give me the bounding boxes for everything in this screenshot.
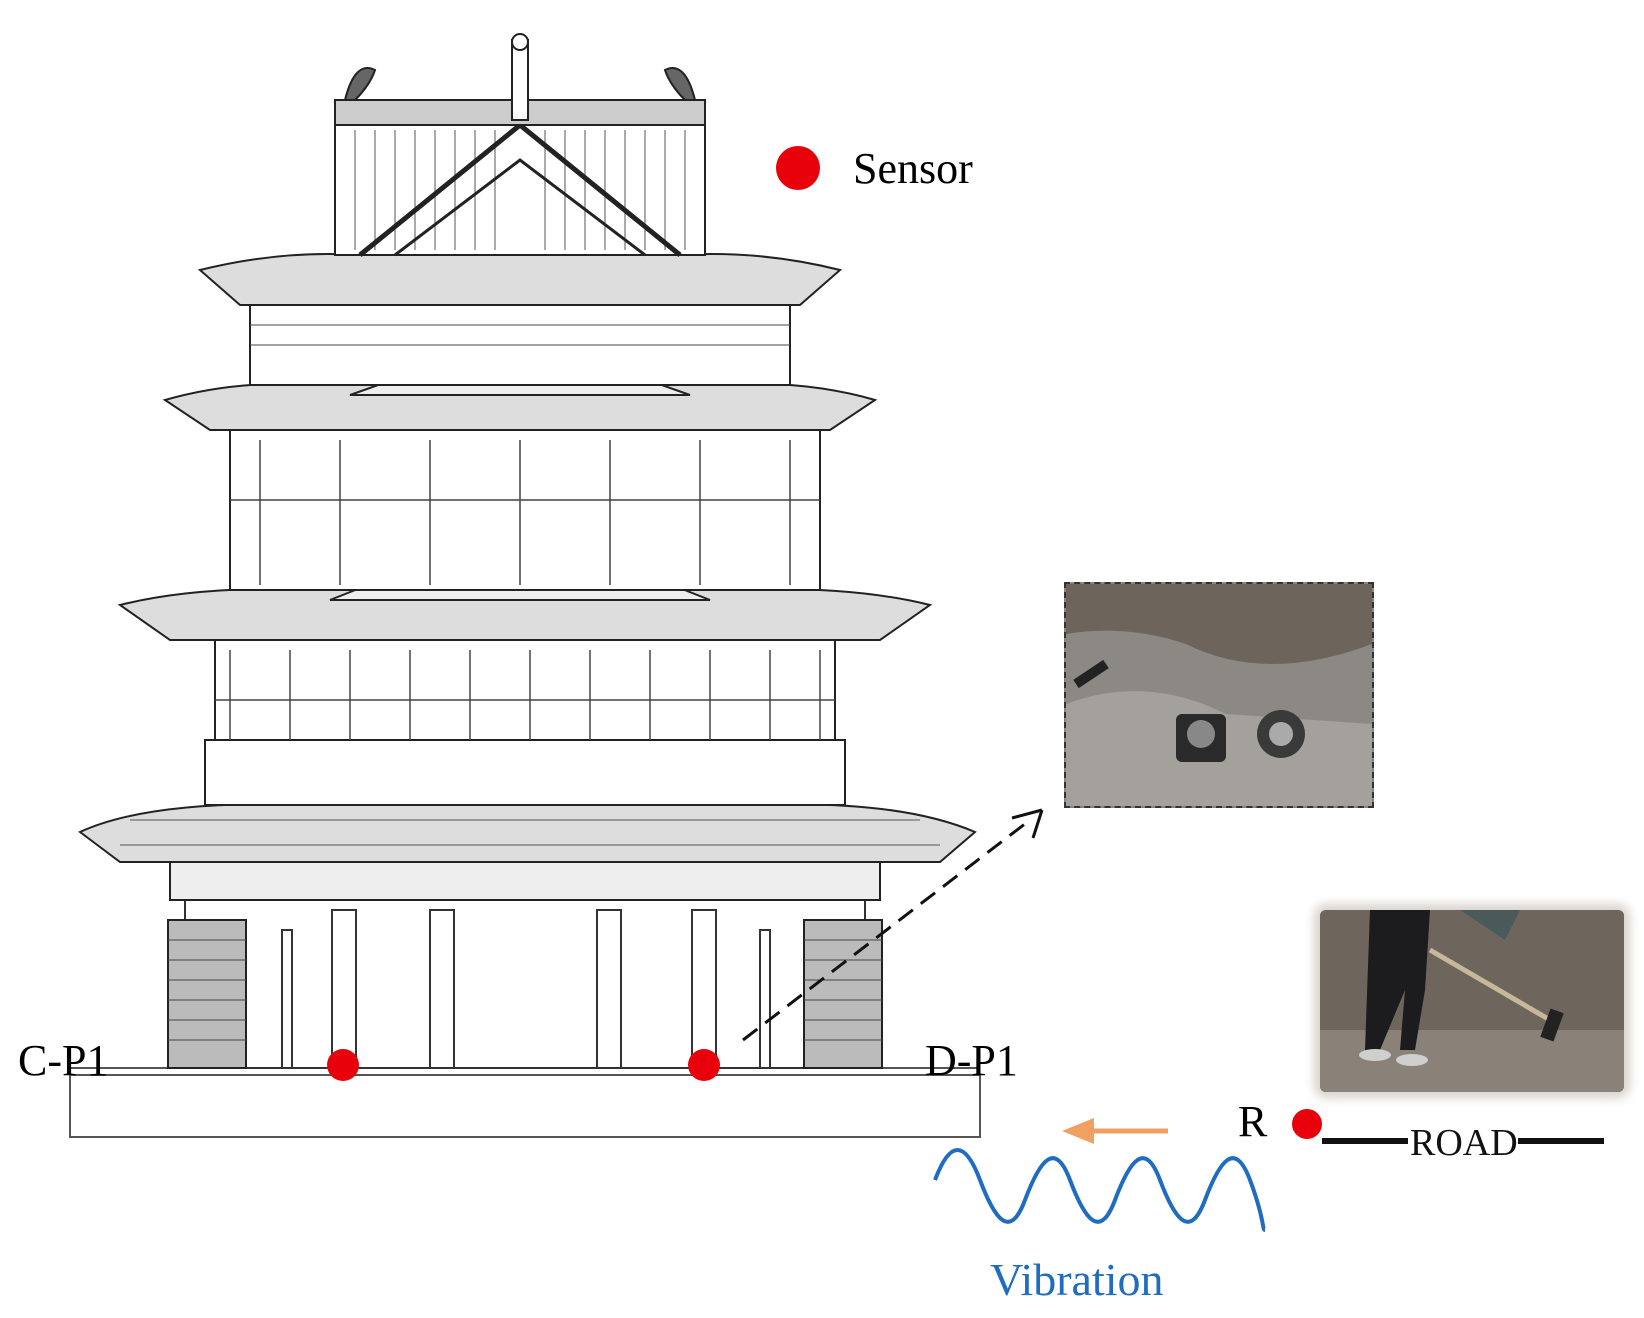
vibration-label: Vibration	[990, 1254, 1164, 1305]
building-platform	[69, 1074, 981, 1138]
label-c-p1: C-P1	[18, 1036, 108, 1085]
callout-arrowhead	[1011, 808, 1044, 839]
vibration-wave-icon	[933, 1148, 1267, 1232]
legend-sensor-label: Sensor	[853, 144, 973, 193]
arrow-icon	[1062, 1118, 1168, 1144]
label-d-p1: D-P1	[925, 1036, 1018, 1085]
legend-sensor-dot	[776, 146, 820, 190]
sensor-dot-c-p1	[327, 1049, 359, 1081]
road-label: ROAD	[1410, 1122, 1518, 1164]
roof-level-1	[78, 803, 977, 863]
callout-dashed-line	[742, 818, 1031, 1042]
roof-level-4	[197, 253, 843, 306]
ground-columns	[281, 909, 771, 1069]
pavilion-drawing	[69, 33, 981, 1138]
top-gable-wall	[334, 124, 706, 256]
hammer-excitation-photo	[1320, 910, 1624, 1092]
sensor-installation-photo	[1064, 582, 1374, 808]
sensor-photo-graphic	[1066, 584, 1372, 806]
label-r: R	[1238, 1097, 1268, 1146]
source-dot-r	[1292, 1109, 1322, 1139]
road-photo-graphic	[1320, 910, 1624, 1092]
sensor-dot-d-p1	[688, 1049, 720, 1081]
